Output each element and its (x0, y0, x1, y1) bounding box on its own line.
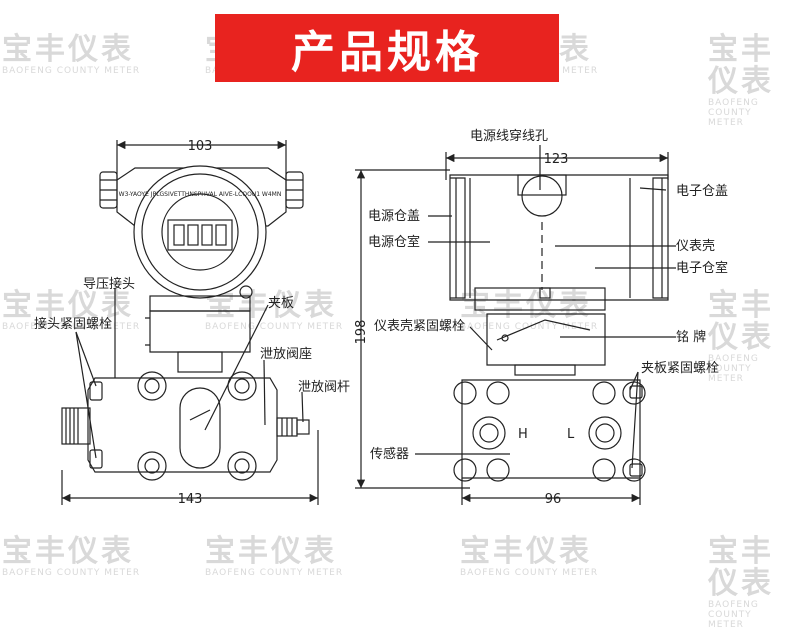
label-power-cable-hole: 电源线穿线孔 (470, 128, 548, 144)
dim-198-label: 198 (354, 320, 369, 345)
port-h: H (518, 427, 528, 442)
label-clamp-plate: 夹板 (268, 296, 294, 311)
nameplate (486, 313, 606, 366)
housing-body (449, 174, 669, 301)
label-power-chamber: 电源仓室 (368, 234, 420, 250)
label-power-cover: 电源仓盖 (368, 209, 420, 224)
label-nameplate: 铭 牌 (676, 329, 706, 345)
label-sensor: 传感器 (370, 446, 409, 462)
sensor-capsule (179, 387, 221, 469)
electronic-cover (652, 177, 668, 299)
left-view (61, 140, 319, 505)
dim-123-label: 123 (544, 152, 569, 167)
spec-drawing: 103 143 导压接头 接头紧固螺栓 夹板 泄放阀座 泄放阀杆 W3-YAOY… (34, 128, 728, 507)
cable-hole (521, 175, 563, 217)
left-labels: 103 143 导压接头 接头紧固螺栓 夹板 泄放阀座 泄放阀杆 W3-YAOY… (34, 139, 350, 507)
dim-103-label: 103 (188, 139, 213, 154)
label-connector-bolt: 接头紧固螺栓 (34, 316, 112, 332)
label-clamp-bolt: 夹板紧固螺栓 (641, 361, 719, 376)
flange-body (87, 377, 278, 473)
right-labels: 123 96 198 H L 电源线穿线孔 电子仓盖 电源仓盖 电源仓室 仪表壳… (354, 128, 728, 507)
banner-title: 产品规格 (291, 27, 483, 78)
pressure-connector (61, 407, 91, 445)
label-vent-valve-seat: 泄放阀座 (260, 347, 312, 362)
label-housing: 仪表壳 (676, 239, 715, 254)
dim-143-label: 143 (178, 492, 203, 507)
right-view (355, 145, 676, 505)
port-l: L (567, 427, 575, 442)
nameplate-body (149, 310, 251, 353)
cable-hole-boss (517, 174, 567, 196)
label-vent-valve-stem: 泄放阀杆 (298, 380, 350, 395)
dim-96-label: 96 (545, 492, 562, 507)
label-housing-bolt: 仪表壳紧固螺栓 (374, 319, 465, 334)
label-electronic-chamber: 电子仓室 (676, 260, 728, 276)
housing-head (116, 167, 287, 227)
label-electronic-cover: 电子仓盖 (676, 184, 728, 199)
dial-ring-text: W3-YAOYE JPLGSIVETTHNSPHVAL AIVE-LCOOU1 … (119, 191, 282, 198)
label-pressure-connector: 导压接头 (83, 276, 135, 292)
title-banner: 产品规格 (215, 14, 559, 82)
power-cover (450, 177, 466, 299)
